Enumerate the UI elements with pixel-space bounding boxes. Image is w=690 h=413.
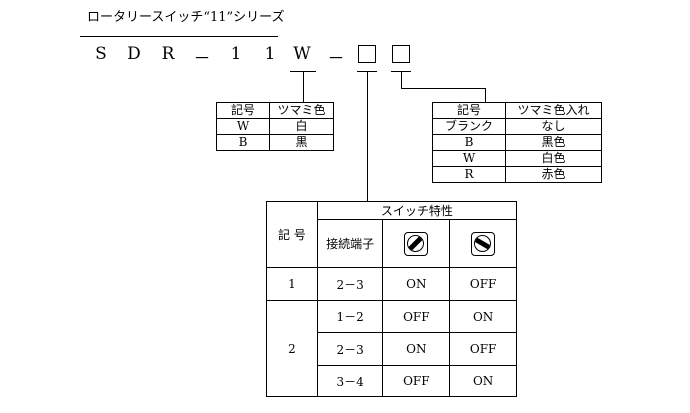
state-cell: ON bbox=[382, 332, 451, 366]
table-cell: B bbox=[216, 134, 270, 151]
table-header: ツマミ色入れ bbox=[505, 102, 602, 119]
terminal-cell: 2－3 bbox=[316, 267, 384, 301]
state-cell: ON bbox=[382, 267, 451, 301]
model-char: R bbox=[161, 44, 175, 64]
dial-position-b-icon bbox=[471, 231, 496, 256]
terminal-header: 接続端子 bbox=[316, 219, 384, 268]
terminal-cell: 2－3 bbox=[316, 332, 384, 366]
model-char: W bbox=[293, 44, 311, 64]
leader-switch bbox=[367, 71, 368, 201]
table-cell: 白 bbox=[269, 118, 334, 135]
state-cell: OFF bbox=[382, 300, 451, 333]
symbol-cell: 2 bbox=[266, 300, 318, 397]
model-char: 1 bbox=[230, 44, 242, 64]
leader-insert-horizontal bbox=[401, 88, 485, 89]
table-cell: 黒色 bbox=[505, 134, 602, 151]
terminal-cell: 1－2 bbox=[316, 300, 384, 333]
knob-insert-table: 記号 ツマミ色入れ ブランク なし B 黒色 W 白色 R 赤色 bbox=[432, 102, 602, 183]
model-char: D bbox=[127, 44, 141, 64]
table-cell: 白色 bbox=[505, 150, 602, 167]
table-cell: W bbox=[432, 150, 506, 167]
state-cell: ON bbox=[449, 300, 517, 333]
table-header: ツマミ色 bbox=[269, 102, 334, 119]
series-underline bbox=[80, 36, 278, 37]
knob-color-table: 記号 ツマミ色 W 白 B 黒 bbox=[216, 102, 334, 151]
dial-position-a-icon bbox=[404, 231, 429, 256]
series-label: ロータリースイッチ“11”シリーズ bbox=[87, 10, 285, 25]
table-cell: ブランク bbox=[432, 118, 506, 135]
switch-characteristic-table: 記 号 スイッチ特性 接続端子 1 2－3 ON OFF 2 1－2 bbox=[266, 201, 518, 397]
position-a-header bbox=[382, 219, 451, 268]
leader-knob-color bbox=[303, 71, 304, 102]
state-cell: OFF bbox=[449, 267, 517, 301]
model-char: － bbox=[193, 49, 211, 69]
characteristic-header: スイッチ特性 bbox=[316, 201, 518, 220]
option-box-insert bbox=[392, 45, 410, 63]
table-row: 2 1－2 OFF ON bbox=[266, 300, 517, 397]
leader-insert-vertical bbox=[401, 71, 402, 88]
option-box-switch bbox=[358, 45, 376, 63]
terminal-cell: 3－4 bbox=[316, 365, 384, 397]
table-cell: R bbox=[432, 166, 506, 183]
table-cell: W bbox=[216, 118, 270, 135]
symbol-cell: 1 bbox=[266, 267, 318, 301]
table-cell: 赤色 bbox=[505, 166, 602, 183]
table-row: 1 2－3 ON OFF bbox=[266, 267, 517, 301]
position-b-header bbox=[449, 219, 517, 268]
table-cell: 黒 bbox=[269, 134, 334, 151]
table-cell: なし bbox=[505, 118, 602, 135]
model-char: 1 bbox=[264, 44, 276, 64]
state-cell: ON bbox=[449, 365, 517, 397]
table-row: 3－4 OFF ON bbox=[267, 365, 517, 397]
table-header: 記号 bbox=[216, 102, 270, 119]
symbol-header: 記 号 bbox=[266, 201, 318, 268]
model-char: S bbox=[95, 44, 107, 64]
leader-insert-drop bbox=[485, 88, 486, 102]
state-cell: OFF bbox=[449, 332, 517, 366]
table-header: 記号 bbox=[432, 102, 506, 119]
state-cell: OFF bbox=[382, 365, 451, 397]
model-char: － bbox=[327, 49, 345, 69]
table-cell: B bbox=[432, 134, 506, 151]
